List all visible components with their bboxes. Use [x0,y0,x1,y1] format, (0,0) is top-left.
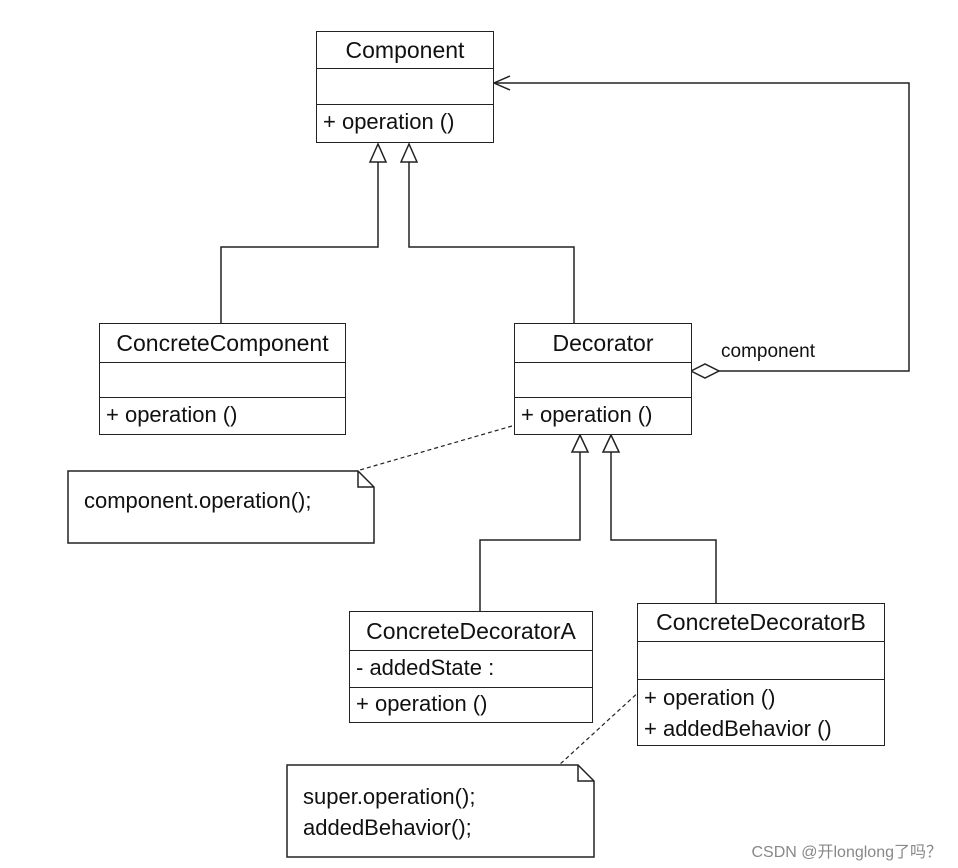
operations-section: + operation () [350,688,592,722]
class-name: ConcreteDecoratorA [350,612,592,651]
class-name: ConcreteComponent [100,324,345,363]
note-fold [357,471,374,488]
operation: + operation () [521,402,653,427]
inheritance-arrowhead [399,142,419,163]
watermark: CSDN @开longlong了吗？ [751,844,942,861]
association-arrowhead [492,75,511,91]
class-component: Component + operation () [316,31,494,143]
aggregation-diamond [689,363,721,379]
attributes-section [100,363,345,398]
note-anchor-decorator [345,425,513,475]
operation: + operation () [644,685,776,710]
operations-section: + operation () [317,105,493,142]
association-label: component [721,341,816,362]
class-concrete-decorator-a: ConcreteDecoratorA - addedState : + oper… [349,611,593,723]
operation: + operation () [323,109,455,134]
note-line: component.operation(); [84,488,312,513]
note-line: super.operation(); [303,784,476,809]
note-fold [577,765,594,782]
class-concrete-decorator-b: ConcreteDecoratorB + operation () + adde… [637,603,885,746]
attributes-section [515,363,691,398]
operations-section: + operation () + addedBehavior () [638,680,884,745]
generalization-concrete-component [220,162,379,323]
operations-section: + operation () [515,398,691,434]
generalization-decorator-b [610,452,717,603]
inheritance-arrowhead [601,433,621,453]
operations-section: + operation () [100,398,345,434]
attributes-section [638,642,884,680]
note-line: addedBehavior(); [303,815,472,840]
attributes-section: - addedState : [350,651,592,688]
note-decorator: component.operation(); [68,471,374,543]
note-decorator-b: super.operation(); addedBehavior(); [287,765,594,857]
class-concrete-component: ConcreteComponent + operation () [99,323,346,435]
operation: + operation () [356,691,488,716]
class-name: Decorator [515,324,691,363]
operation: + addedBehavior () [644,716,832,741]
note-shape-decorator-b [286,764,595,858]
aggregation-line [494,82,910,372]
inheritance-arrowhead [570,433,590,453]
inheritance-arrowhead [368,142,388,163]
class-name: ConcreteDecoratorB [638,604,884,642]
attributes-section [317,69,493,105]
operation: + operation () [106,402,238,427]
note-anchor-decorator-b [557,689,642,767]
class-decorator: Decorator + operation () [514,323,692,435]
note-shape-decorator [67,470,375,544]
class-name: Component [317,32,493,69]
generalization-decorator-a [479,452,581,611]
generalization-decorator [408,162,575,323]
attribute: - addedState : [356,655,495,680]
